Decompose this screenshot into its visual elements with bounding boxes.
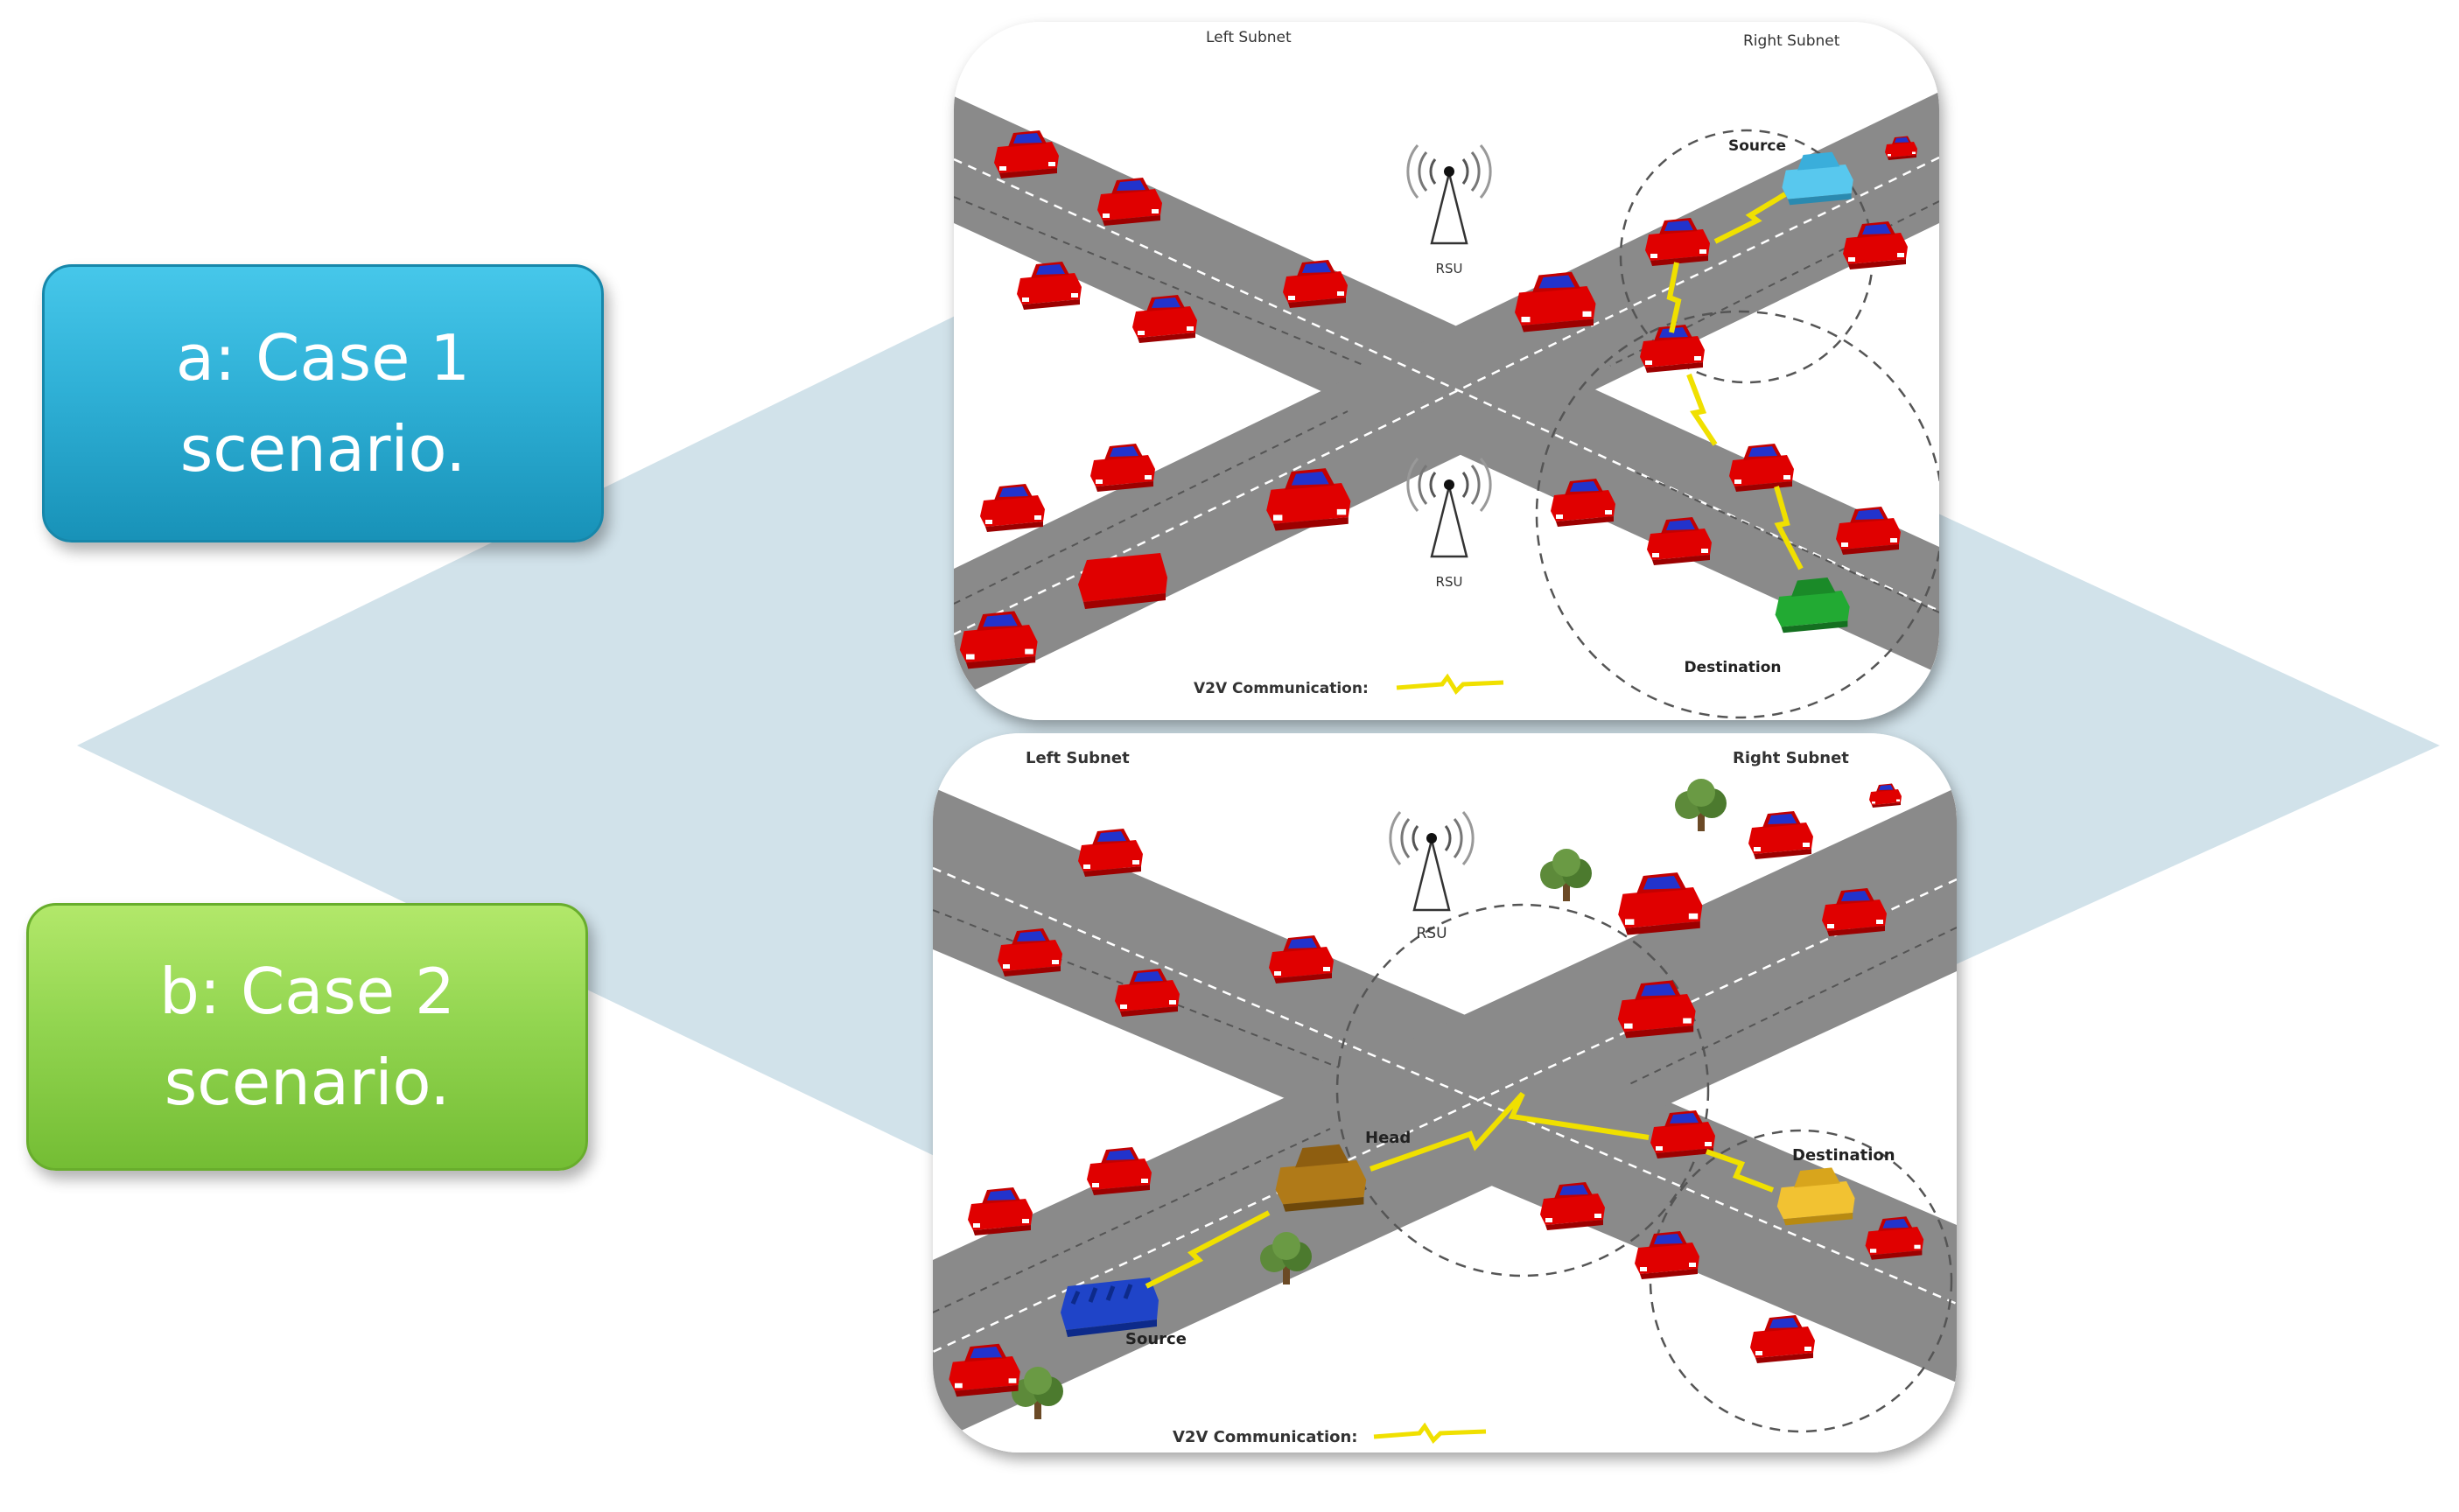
destination-car-icon bbox=[1775, 578, 1850, 634]
head-car-icon bbox=[1275, 1144, 1367, 1212]
source-bus-icon bbox=[1061, 1278, 1159, 1337]
case-2-label: b: Case 2 scenario. bbox=[159, 954, 455, 1119]
right-subnet-label: Right Subnet bbox=[1743, 32, 1840, 50]
legend-link-icon bbox=[1396, 673, 1504, 695]
case-1-label-box: a: Case 1 scenario. bbox=[42, 264, 604, 542]
legend-label: V2V Communication: bbox=[1194, 680, 1369, 697]
rsu-label: RSU bbox=[1416, 925, 1447, 942]
destination-label: Destination bbox=[1792, 1146, 1895, 1165]
panel-a: Left Subnet Right Subnet RSU RSU Source … bbox=[954, 22, 1939, 720]
truck-icon bbox=[1078, 553, 1167, 609]
destination-car-icon bbox=[1776, 1167, 1855, 1226]
source-label: Source bbox=[1125, 1330, 1187, 1348]
case-2-label-box: b: Case 2 scenario. bbox=[26, 903, 588, 1171]
legend-link-icon bbox=[1373, 1422, 1487, 1444]
case-1-label: a: Case 1 scenario. bbox=[175, 320, 471, 486]
head-label: Head bbox=[1365, 1129, 1411, 1147]
road-b-2 bbox=[933, 788, 1957, 1444]
v2v-link bbox=[1145, 1091, 1775, 1289]
left-subnet-label: Left Subnet bbox=[1206, 29, 1292, 46]
legend-label: V2V Communication: bbox=[1173, 1428, 1358, 1446]
v2v-link bbox=[1666, 192, 1804, 570]
rsu-label: RSU bbox=[1436, 574, 1463, 590]
right-subnet-label: Right Subnet bbox=[1733, 749, 1849, 767]
destination-label: Destination bbox=[1684, 659, 1781, 676]
panel-b: Left Subnet Right Subnet RSU Head Destin… bbox=[933, 733, 1957, 1452]
rsu-label: RSU bbox=[1436, 261, 1463, 276]
left-subnet-label: Left Subnet bbox=[1026, 749, 1130, 767]
source-label: Source bbox=[1728, 137, 1786, 155]
source-car-icon bbox=[1782, 151, 1853, 206]
